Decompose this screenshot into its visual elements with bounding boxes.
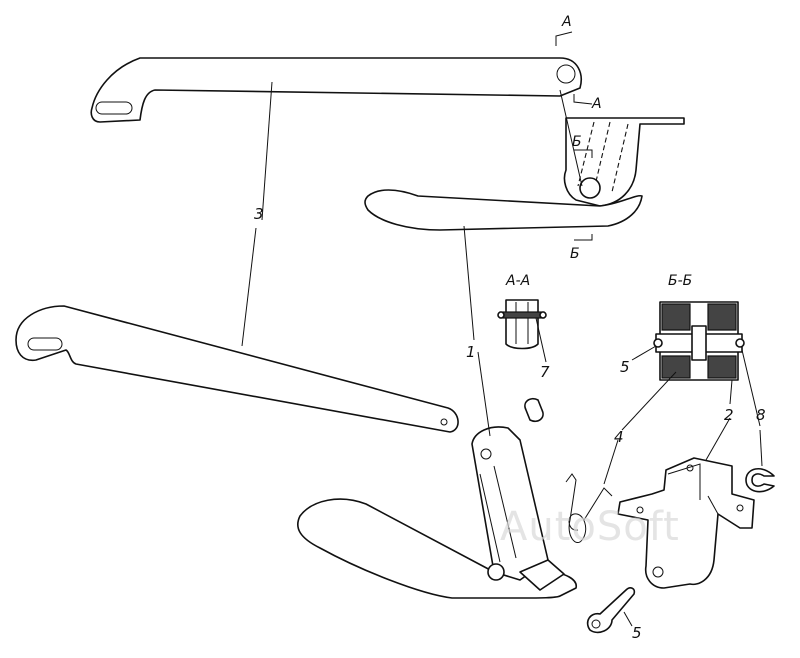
upper-assembly: А А Б Б: [90, 14, 685, 262]
cut-mark-a-mid: А: [573, 94, 602, 112]
section-a-a-title: А-А: [505, 273, 530, 289]
leader-lines: [241, 81, 763, 627]
cut-mark-b-bottom: Б: [570, 234, 593, 262]
pivot-upper: [579, 177, 601, 199]
rod-upper-slot: [95, 101, 133, 115]
callout-8: 8: [756, 406, 766, 424]
cut-mark-b-top: Б: [572, 134, 593, 158]
rod-lower: [15, 305, 459, 433]
svg-text:А: А: [561, 14, 572, 30]
pin-5: [586, 587, 636, 634]
svg-text:Б: Б: [570, 246, 580, 262]
svg-text:А: А: [591, 96, 602, 112]
rod-upper-eye: [556, 64, 576, 84]
section-b-b: Б-Б: [653, 273, 745, 381]
bracket-2: [617, 457, 755, 589]
rod-upper: [90, 57, 582, 123]
section-a-a: А-А: [497, 273, 547, 423]
cut-mark-a-top: А: [555, 14, 573, 46]
callout-5-section: 5: [620, 358, 630, 376]
pin-7: [524, 397, 544, 423]
section-b-b-title: Б-Б: [668, 273, 692, 289]
rod-lower-slot: [27, 337, 63, 351]
callout-7: 7: [540, 363, 550, 381]
callout-3: 3: [254, 205, 264, 223]
callout-4: 4: [614, 428, 624, 446]
callout-5-pin: 5: [632, 624, 642, 642]
watermark: AutoSoft: [500, 504, 680, 550]
spring-4: [565, 473, 613, 543]
callouts: 3 1 7 5 4 2 8 5: [254, 205, 766, 642]
svg-text:Б: Б: [572, 134, 582, 150]
lower-exploded: [15, 305, 775, 634]
callout-1: 1: [466, 343, 476, 361]
callout-2: 2: [724, 406, 734, 424]
circlip-8: [745, 468, 775, 493]
pedal-upper: [364, 189, 643, 231]
